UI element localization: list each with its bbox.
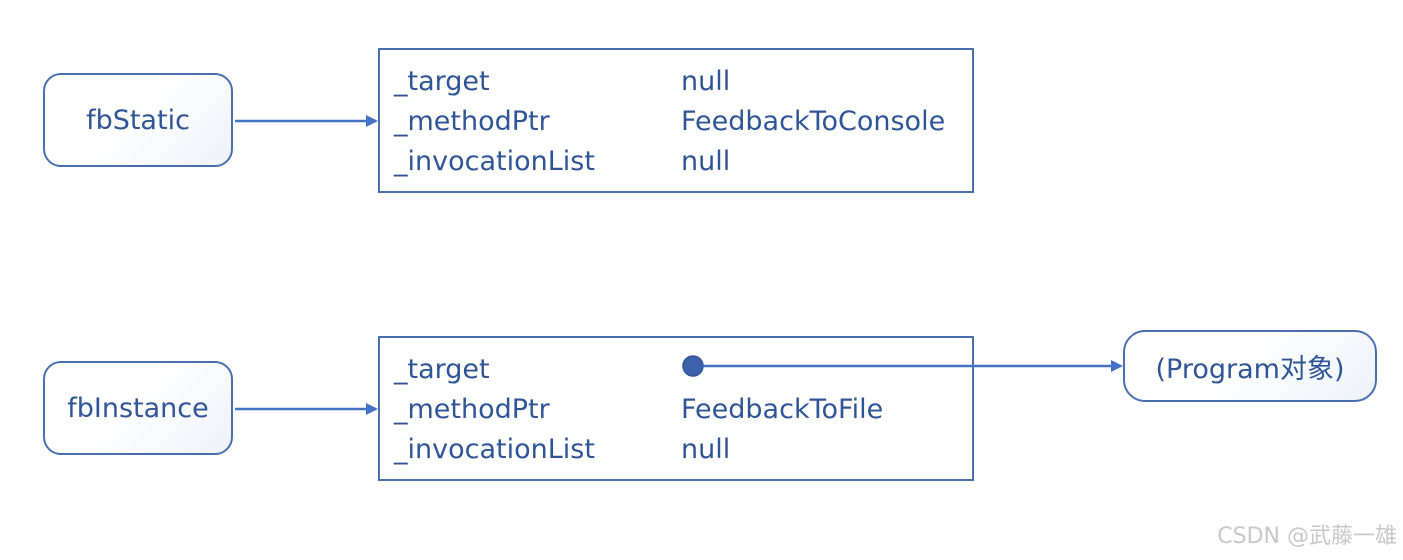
fbstatic-label: fbStatic: [86, 104, 190, 136]
field-row-invocationlist: _invocationList null: [394, 430, 964, 470]
field-value: null: [681, 434, 731, 465]
field-row-methodptr: _methodPtr FeedbackToFile: [394, 390, 964, 430]
watermark: CSDN @武藤一雄: [1217, 524, 1397, 549]
field-value: null: [681, 66, 731, 97]
program-object-label: (Program对象): [1155, 353, 1345, 385]
fbstatic-variable-box: fbStatic: [43, 73, 233, 167]
program-object-box: (Program对象): [1123, 330, 1377, 402]
field-value: FeedbackToFile: [681, 394, 884, 425]
fbstatic-delegate-object: _target null _methodPtr FeedbackToConsol…: [378, 48, 974, 193]
field-row-invocationlist: _invocationList null: [394, 142, 964, 182]
field-name: _invocationList: [394, 434, 595, 465]
field-row-target: _target: [394, 350, 964, 390]
fbinstance-variable-box: fbInstance: [43, 361, 233, 455]
field-name: _methodPtr: [394, 106, 550, 137]
field-name: _target: [394, 66, 490, 97]
field-name: _invocationList: [394, 146, 595, 177]
field-row-target: _target null: [394, 62, 964, 102]
field-name: _target: [394, 354, 490, 385]
field-value: null: [681, 146, 731, 177]
field-value: FeedbackToConsole: [681, 106, 946, 137]
fbinstance-label: fbInstance: [67, 392, 209, 424]
field-row-methodptr: _methodPtr FeedbackToConsole: [394, 102, 964, 142]
fbinstance-delegate-object: _target _methodPtr FeedbackToFile _invoc…: [378, 336, 974, 481]
field-name: _methodPtr: [394, 394, 550, 425]
